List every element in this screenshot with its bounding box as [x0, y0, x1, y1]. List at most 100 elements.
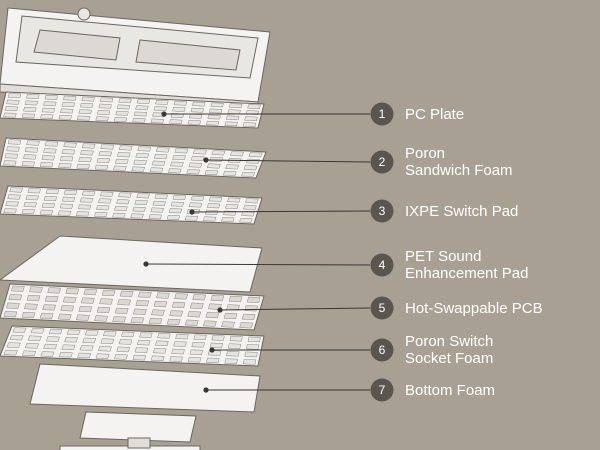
plate-cutout [79, 102, 94, 108]
plate-cutout [98, 151, 113, 157]
badge-circle [370, 296, 394, 320]
plate-cutout [134, 199, 148, 206]
plate-cutout [6, 342, 21, 348]
plate-cutout [113, 117, 128, 122]
plate-cutout [221, 321, 235, 328]
layer-label-1: PC Plate [405, 106, 464, 123]
plate-cutout [172, 154, 187, 161]
plate-cutout [135, 300, 150, 307]
plate-cutout [187, 120, 201, 125]
plate-cutout [211, 150, 226, 156]
plate-cutout [205, 312, 220, 319]
badge-circle [370, 378, 394, 402]
plate-cutout [226, 304, 240, 311]
plate-cutout [61, 196, 76, 202]
plate-cutout [190, 195, 205, 201]
plate-cutout [43, 343, 58, 350]
plate-cutout [119, 290, 134, 297]
plate-cutout [24, 100, 39, 106]
plate-cutout [5, 302, 20, 309]
plate-cutout [42, 304, 57, 311]
plate-cutout [98, 103, 112, 109]
plate-cutout [115, 110, 129, 116]
plate-cutout [77, 204, 92, 210]
plate-cutout [208, 196, 223, 202]
plate-cutout [241, 171, 256, 177]
plate-cutout [187, 357, 202, 363]
leader-line-3 [191, 210, 371, 213]
plate-cutout [112, 316, 127, 323]
plate-cutout [25, 195, 39, 201]
plate-cutout [174, 293, 189, 300]
plate-cutout [95, 116, 109, 122]
plate-cutout [118, 192, 132, 198]
plate-cutout [186, 169, 201, 175]
badge-circle [370, 150, 394, 174]
plate-cutout [9, 187, 23, 193]
layer-badge-6: 6 [370, 338, 394, 362]
plate-cutout [150, 118, 165, 124]
plate-cutout [45, 336, 60, 342]
battery-block [79, 411, 197, 443]
plate-cutout [228, 295, 243, 303]
plate-cutout [188, 162, 203, 168]
plate-cutout [21, 113, 36, 119]
plate-cutout [41, 155, 55, 161]
plate-cutout [152, 200, 166, 206]
plate-cutout [130, 213, 144, 219]
plate-cutout [94, 315, 108, 322]
plate-cutout [79, 197, 94, 203]
layer-label-line: IXPE Switch Pad [405, 202, 519, 220]
top-case [0, 7, 271, 109]
plate-cutout [47, 287, 62, 294]
plate-cutout [148, 317, 163, 325]
plate-cutout [193, 334, 207, 340]
layer-label-line: Enhancement Pad [405, 265, 529, 282]
layer-plate-7 [29, 363, 261, 413]
plate-cutout [229, 335, 243, 342]
plate-cutout [242, 359, 257, 365]
plate-cutout [45, 189, 60, 195]
plate-cutout [243, 204, 257, 210]
plate-cutout [6, 146, 20, 152]
plate-cutout [59, 156, 74, 162]
plate-cutout [116, 346, 131, 353]
layer-label-line: Poron Switch [405, 333, 494, 350]
layer-plate-5 [0, 283, 265, 331]
plate-cutout [155, 147, 170, 153]
layer-label-line: Socket Foam [405, 350, 494, 367]
plate-cutout [149, 167, 164, 173]
plate-cutout [44, 295, 59, 302]
layer-badge-1: 1 [370, 102, 394, 126]
layer-label-line: PET Sound [405, 248, 482, 265]
plate-cutout [242, 122, 257, 127]
plate-cutout [225, 115, 240, 121]
plate-cutout [224, 358, 238, 364]
plate-cutout [224, 121, 238, 127]
plate-cutout [202, 216, 217, 222]
plate-cutout [246, 158, 261, 164]
plate-cutout [100, 338, 115, 344]
layer-label-3: IXPE Switch Pad [405, 203, 518, 220]
plate-cutout [190, 155, 205, 161]
plate-cutout [171, 348, 185, 355]
layer-label-5: Hot-Swappable PCB [405, 300, 543, 317]
plate-cutout [3, 208, 17, 214]
plate-cutout [27, 335, 42, 342]
top-case-cavity-2 [135, 39, 241, 71]
plate-cutout [59, 203, 74, 209]
plate-cutout [83, 289, 98, 296]
plate-cutout [44, 94, 59, 100]
plate-cutout [210, 102, 224, 108]
bottom-case-parts [59, 411, 201, 450]
plate-cutout [206, 357, 220, 364]
layer-badge-7: 7 [370, 378, 394, 402]
plate-cutout [151, 309, 165, 316]
layer-plate-3 [0, 185, 263, 225]
plate-cutout [61, 149, 76, 155]
leader-dot-7 [203, 387, 209, 393]
plate-cutout [58, 114, 72, 120]
plate-cutout [192, 294, 207, 301]
plate-outline [0, 235, 263, 293]
plate-cutout [21, 350, 37, 357]
